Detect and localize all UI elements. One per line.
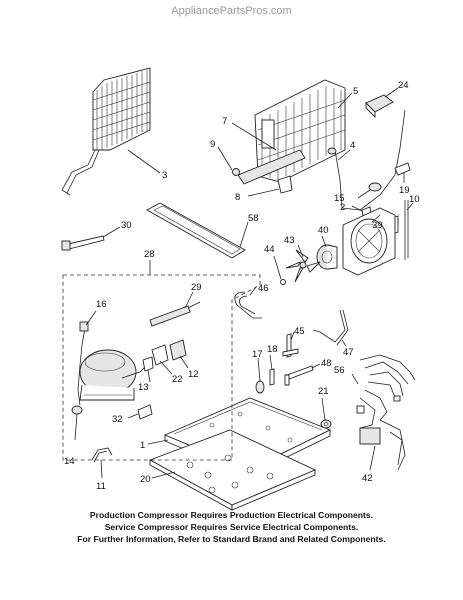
callout-15: 15 xyxy=(334,193,345,204)
part-condenser-coil[interactable] xyxy=(61,67,151,196)
callout-16: 16 xyxy=(96,299,107,310)
callout-1: 1 xyxy=(140,440,145,451)
callout-9: 9 xyxy=(210,139,215,150)
callout-40: 40 xyxy=(318,225,329,236)
note-service: Service Compressor Requires Service Elec… xyxy=(104,522,359,532)
callout-3: 3 xyxy=(162,170,167,181)
callout-20: 20 xyxy=(140,474,151,485)
callout-22: 22 xyxy=(172,374,183,385)
part-relay[interactable] xyxy=(142,339,187,372)
part-bracket[interactable] xyxy=(282,333,299,358)
part-connector[interactable] xyxy=(394,162,411,176)
callout-30: 30 xyxy=(121,220,132,231)
callout-58: 58 xyxy=(248,213,259,224)
callout-44: 44 xyxy=(264,244,275,255)
callout-10: 10 xyxy=(409,194,420,205)
part-fan-motor[interactable] xyxy=(316,244,338,270)
note-production: Production Compressor Requires Productio… xyxy=(89,510,374,520)
part-relay-tube[interactable] xyxy=(149,301,201,327)
callout-14: 14 xyxy=(64,456,75,467)
callout-13: 13 xyxy=(138,382,149,393)
callout-29: 29 xyxy=(191,282,202,293)
part-evaporator[interactable] xyxy=(237,79,346,185)
part-drain-tube[interactable] xyxy=(234,291,262,319)
part-process-tube[interactable] xyxy=(77,321,89,406)
callout-24: 24 xyxy=(398,80,409,91)
part-wire-clip[interactable] xyxy=(91,447,113,463)
callout-4: 4 xyxy=(350,140,355,151)
part-drain-tray[interactable] xyxy=(146,202,246,259)
watermark: AppliancePartsPros.com xyxy=(171,5,292,17)
callout-18: 18 xyxy=(267,344,278,355)
callout-48: 48 xyxy=(321,358,332,369)
part-thermostat[interactable] xyxy=(368,182,382,192)
part-screw[interactable] xyxy=(232,168,240,176)
callout-19: 19 xyxy=(399,185,410,196)
compressor-kit-outline xyxy=(62,274,261,461)
part-fan-blade[interactable] xyxy=(285,249,321,283)
callout-42: 42 xyxy=(362,473,373,484)
callout-56: 56 xyxy=(334,365,345,376)
callout-7: 7 xyxy=(222,116,227,127)
callout-46: 46 xyxy=(258,283,269,294)
part-tubing[interactable] xyxy=(312,309,349,346)
part-bolt[interactable] xyxy=(61,235,105,251)
callout-21: 21 xyxy=(318,386,329,397)
callout-45: 45 xyxy=(294,326,305,337)
part-defrost-wire[interactable] xyxy=(327,109,406,211)
callout-2: 2 xyxy=(340,202,345,213)
callout-39: 39 xyxy=(372,220,383,231)
notes-block: Production Compressor Requires Productio… xyxy=(0,509,463,545)
part-nut[interactable] xyxy=(280,279,286,285)
callout-5: 5 xyxy=(353,86,358,97)
part-base-plate[interactable] xyxy=(148,429,317,511)
part-overload[interactable] xyxy=(137,404,153,420)
part-wire-harness[interactable] xyxy=(356,354,416,471)
part-compressor[interactable] xyxy=(79,349,151,401)
callout-43: 43 xyxy=(284,235,295,246)
note-reference: For Further Information, Refer to Standa… xyxy=(77,534,386,544)
callout-8: 8 xyxy=(235,192,240,203)
callout-12: 12 xyxy=(188,369,199,380)
callout-28: 28 xyxy=(144,249,155,260)
part-pin[interactable] xyxy=(284,365,314,386)
callout-17: 17 xyxy=(252,349,263,360)
callout-47: 47 xyxy=(343,347,354,358)
part-grommet[interactable] xyxy=(255,380,265,394)
part-fan-shroud[interactable] xyxy=(342,207,396,276)
part-foam-block[interactable] xyxy=(365,94,394,119)
callout-11: 11 xyxy=(96,481,106,492)
part-wire-harness-rod[interactable] xyxy=(404,200,409,260)
part-clip[interactable] xyxy=(277,175,293,194)
part-spacer[interactable] xyxy=(269,368,275,386)
callout-32: 32 xyxy=(112,414,123,425)
part-mounting-grommet[interactable] xyxy=(71,405,83,441)
